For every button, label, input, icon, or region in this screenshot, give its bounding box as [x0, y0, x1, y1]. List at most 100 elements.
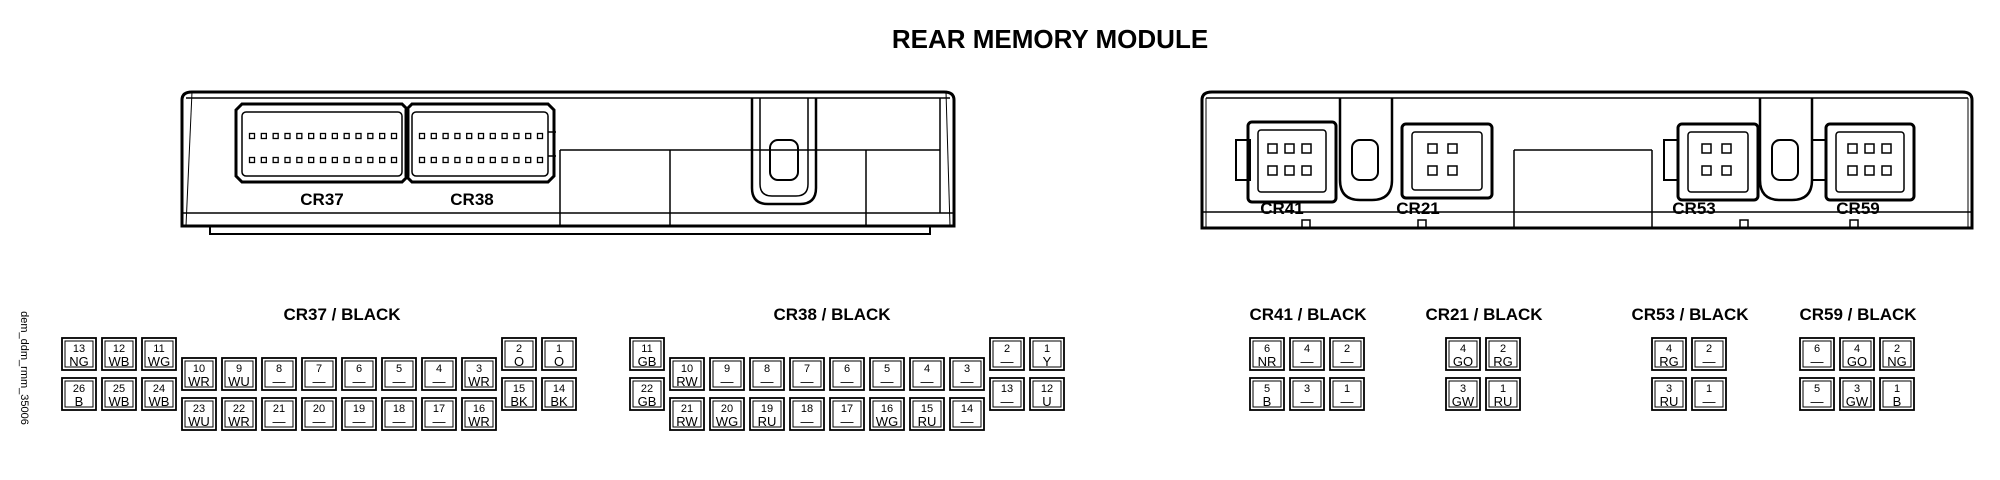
pin-box	[949, 357, 985, 391]
pin-number: 16	[473, 403, 485, 415]
pin-wire-color: O	[514, 354, 524, 369]
pin-box-inner	[1292, 380, 1322, 408]
pin-box	[101, 377, 137, 411]
pin-wire-color: WG	[716, 414, 738, 429]
pin-cell: 17—	[421, 397, 457, 431]
pin-cell: 4GO	[1445, 337, 1481, 371]
pin-cell: 4—	[1289, 337, 1325, 371]
pin-box	[381, 397, 417, 431]
pin-dot	[418, 132, 426, 140]
pin-square	[1721, 143, 1732, 154]
pin-wire-color: NG	[1887, 354, 1907, 369]
pin-box-inner	[464, 360, 494, 388]
pin-number: 3	[476, 363, 482, 375]
pin-number: 20	[313, 403, 325, 415]
pin-wire-color: RU	[918, 414, 937, 429]
pin-square	[1284, 143, 1295, 154]
pin-wire-color: GW	[1846, 394, 1869, 409]
pin-number: 4	[924, 363, 930, 375]
pin-square	[1701, 143, 1712, 154]
module-right-label-cr21: CR21	[1396, 199, 1439, 218]
pin-box	[1029, 337, 1065, 371]
pin-square	[1301, 165, 1312, 176]
pin-box-inner	[952, 360, 982, 388]
pin-dot	[430, 132, 437, 140]
pin-number: 3	[1854, 383, 1860, 395]
pin-cell: 19—	[341, 397, 377, 431]
pin-wire-color: —	[841, 374, 854, 389]
pin-number: 2	[1894, 343, 1900, 355]
pin-dot	[430, 156, 437, 164]
pin-dot	[284, 156, 291, 164]
pin-cell: 18—	[381, 397, 417, 431]
pin-dot	[248, 132, 256, 140]
pin-box-inner	[504, 380, 534, 408]
pin-square	[1427, 143, 1438, 154]
pin-number: 18	[801, 403, 813, 415]
pin-box-inner	[832, 400, 862, 428]
pin-box	[1249, 377, 1285, 411]
pin-cell: 3WR	[461, 357, 497, 391]
pin-box	[789, 397, 825, 431]
pin-number: 6	[844, 363, 850, 375]
pin-wire-color: RW	[676, 374, 698, 389]
pin-dot	[367, 132, 374, 140]
pin-wire-color: WR	[188, 374, 210, 389]
pin-number: 9	[724, 363, 730, 375]
pin-number: 2	[1344, 343, 1350, 355]
pin-number: 4	[1460, 343, 1466, 355]
pin-wire-color: WG	[148, 354, 170, 369]
pin-box-inner	[672, 400, 702, 428]
pin-box	[949, 397, 985, 431]
pin-number: 15	[921, 403, 933, 415]
module-left-label-cr37: CR37	[300, 190, 343, 209]
pin-box-inner	[1842, 340, 1872, 368]
module-left-pin-dots	[248, 132, 544, 164]
pin-box	[749, 397, 785, 431]
pin-box-inner	[104, 340, 134, 368]
pin-box-inner	[1488, 380, 1518, 408]
pin-wire-color: —	[881, 374, 894, 389]
pin-dot	[489, 132, 496, 140]
pin-wire-color: WR	[468, 414, 490, 429]
pin-box-inner	[224, 360, 254, 388]
pin-number: 11	[153, 343, 164, 355]
pin-box-inner	[872, 400, 902, 428]
pin-wire-color: RU	[1660, 394, 1679, 409]
pin-number: 10	[681, 363, 693, 375]
pin-box	[1485, 337, 1521, 371]
pin-square	[1881, 165, 1892, 176]
pin-box	[181, 357, 217, 391]
pin-box	[629, 377, 665, 411]
pin-dot	[308, 156, 315, 164]
module-left-drawing	[180, 90, 956, 235]
pin-dot	[418, 156, 426, 164]
pin-cell: 1O	[541, 337, 577, 371]
pin-box	[1691, 377, 1727, 411]
pin-wire-color: —	[353, 414, 366, 429]
pin-box-inner	[344, 400, 374, 428]
pin-cell: 20—	[301, 397, 337, 431]
pin-box-inner	[712, 360, 742, 388]
pin-box	[869, 397, 905, 431]
pin-number: 5	[1264, 383, 1270, 395]
pin-wire-color: WB	[149, 394, 170, 409]
pin-number: 16	[881, 403, 893, 415]
pin-box	[341, 397, 377, 431]
pin-box	[101, 337, 137, 371]
pin-box	[221, 397, 257, 431]
pin-number: 13	[73, 343, 85, 355]
pin-box	[1651, 337, 1687, 371]
pin-box-inner	[1694, 380, 1724, 408]
pin-wire-color: WR	[468, 374, 490, 389]
pin-wire-color: —	[393, 414, 406, 429]
pin-number: 22	[641, 383, 653, 395]
pin-wire-color: —	[433, 374, 446, 389]
pin-box-inner	[1694, 340, 1724, 368]
pin-dot	[466, 132, 473, 140]
diagram-title: REAR MEMORY MODULE	[892, 24, 1208, 54]
pin-box	[989, 337, 1025, 371]
